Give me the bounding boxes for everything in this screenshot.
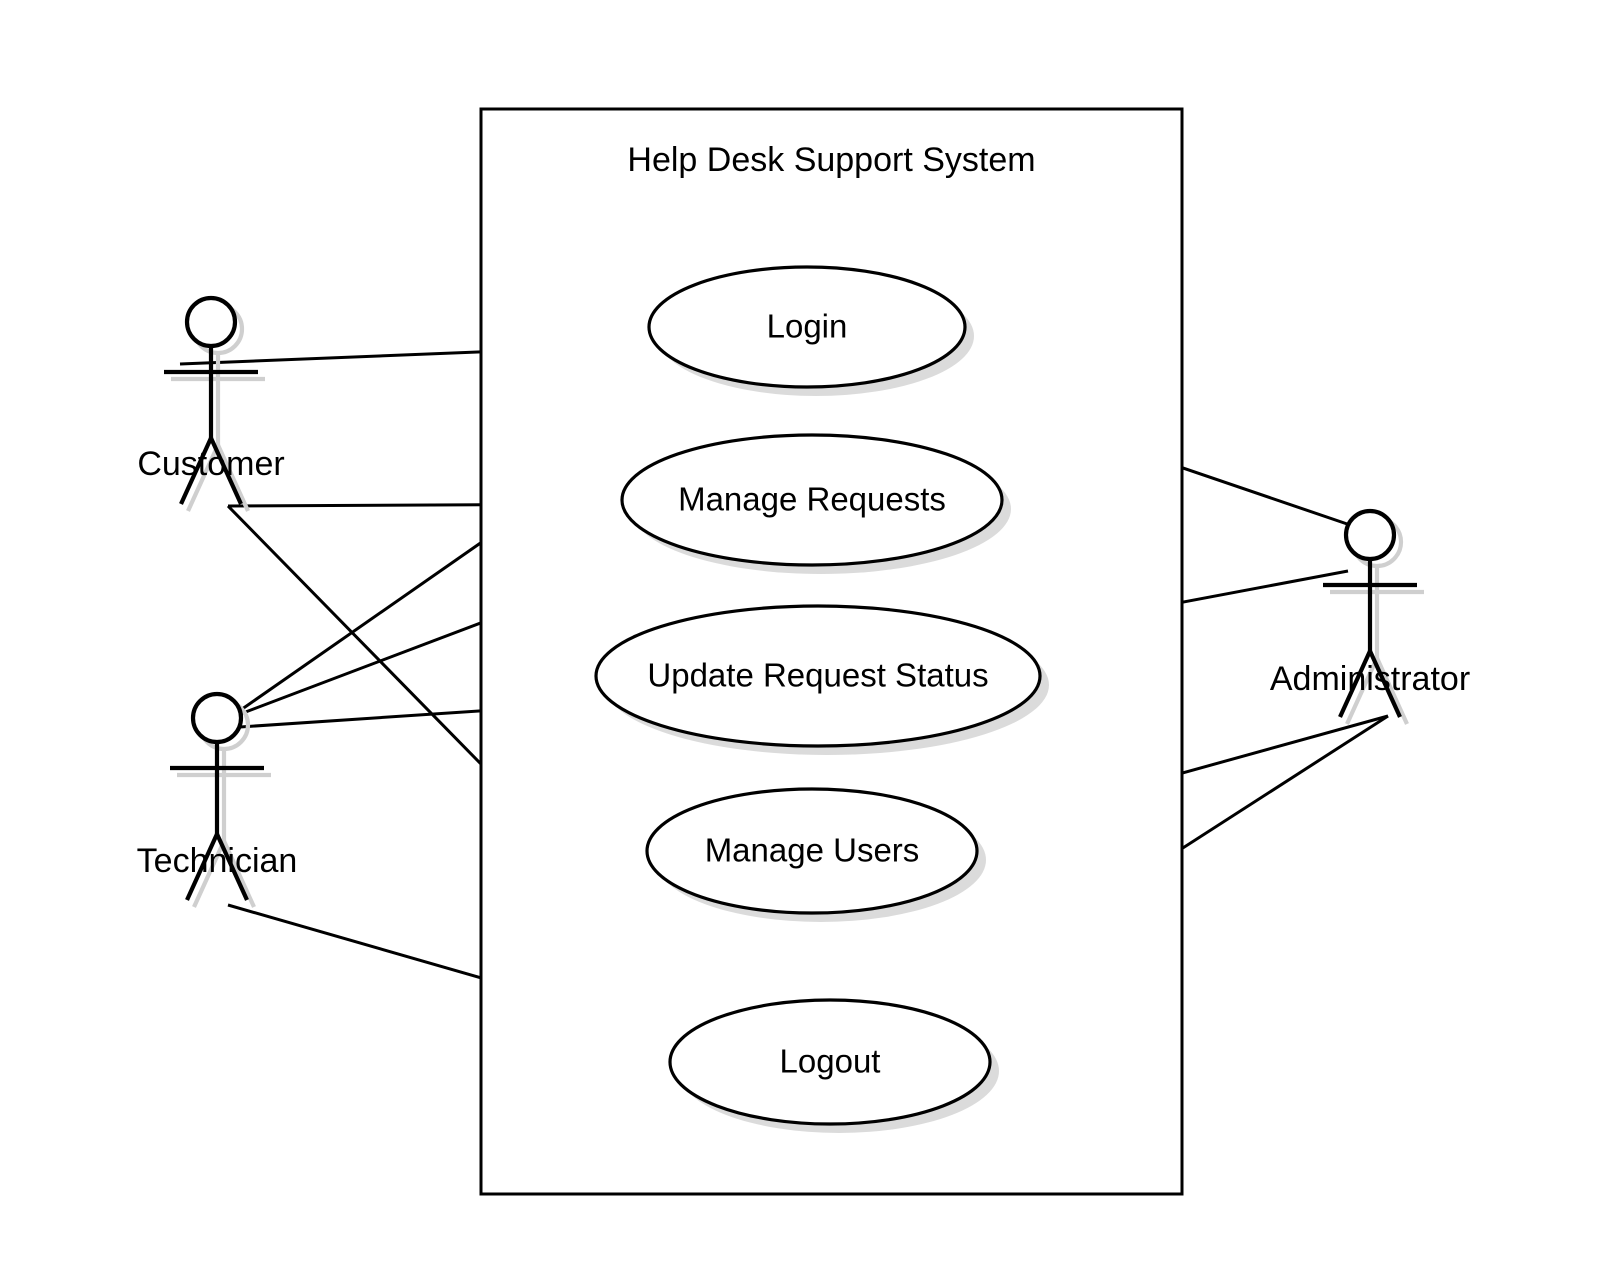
actor-shadow <box>177 698 271 908</box>
use-case-label: Manage Users <box>705 832 920 869</box>
actor-leg-left <box>179 437 213 505</box>
actor-label: Administrator <box>1270 660 1470 698</box>
actor-leg-right <box>215 833 249 901</box>
use-case-label: Logout <box>780 1043 881 1080</box>
actor-leg-left <box>185 833 219 901</box>
use-case-ellipse[interactable] <box>647 265 967 389</box>
use-case-logout[interactable]: Logout <box>668 998 999 1133</box>
actor-head-icon <box>190 691 244 745</box>
use-case-update_request_status[interactable]: Update Request Status <box>594 604 1049 755</box>
actor-customer[interactable]: Customer <box>137 295 285 512</box>
use-case-ellipse[interactable] <box>668 998 992 1126</box>
actor-leg-right <box>1368 650 1402 718</box>
actor-label: Customer <box>137 445 284 483</box>
use-case-ellipse[interactable] <box>594 604 1042 748</box>
actor-head-icon <box>184 295 238 349</box>
actor-administrator[interactable]: Administrator <box>1270 508 1470 725</box>
actor-label: Technician <box>137 842 298 880</box>
actor-technician[interactable]: Technician <box>137 691 298 908</box>
actor-leg-right <box>209 437 243 505</box>
use-case-manage_users[interactable]: Manage Users <box>645 787 986 922</box>
actor-head-icon <box>1343 508 1397 562</box>
use-case-ellipse[interactable] <box>620 433 1004 567</box>
use-case-label: Login <box>767 308 848 345</box>
actor-shadow <box>1330 515 1424 725</box>
use-case-manage_requests[interactable]: Manage Requests <box>620 433 1011 574</box>
system-boundary-title: Help Desk Support System <box>627 141 1035 179</box>
actor-leg-left <box>1338 650 1372 718</box>
use-case-label: Update Request Status <box>647 657 988 694</box>
use-case-label: Manage Requests <box>678 481 946 518</box>
use-case-ellipse[interactable] <box>645 787 979 915</box>
use-case-login[interactable]: Login <box>647 265 974 396</box>
